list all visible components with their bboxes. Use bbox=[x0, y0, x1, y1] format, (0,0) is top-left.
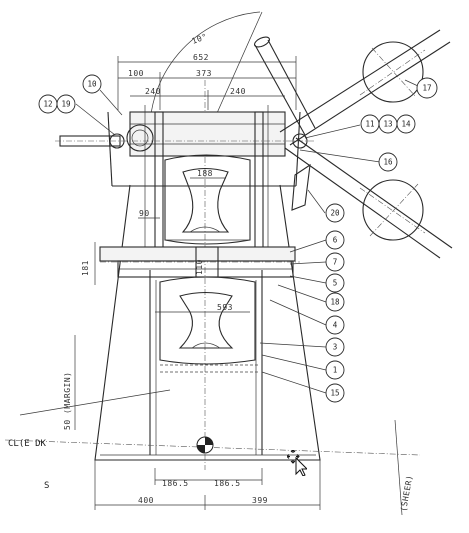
dim-90: 90 bbox=[139, 209, 150, 218]
svg-text:3: 3 bbox=[333, 343, 338, 352]
svg-text:10: 10 bbox=[87, 80, 97, 89]
dim-593: 593 bbox=[217, 303, 233, 312]
move-cursor-icon bbox=[287, 450, 307, 476]
upper-frame bbox=[129, 105, 286, 260]
dim-399: 399 bbox=[252, 496, 268, 505]
label-cl-deck: CL(E DK bbox=[8, 439, 47, 449]
bubble-19: 19 bbox=[56, 94, 76, 114]
svg-text:20: 20 bbox=[330, 209, 340, 218]
svg-text:5: 5 bbox=[333, 279, 338, 288]
bubble-7: 7 bbox=[325, 252, 345, 272]
bubble-10: 10 bbox=[82, 74, 102, 94]
dim-400: 400 bbox=[138, 496, 154, 505]
inclined-arm bbox=[254, 29, 453, 259]
bubble-15: 15 bbox=[325, 383, 345, 403]
svg-text:14: 14 bbox=[401, 120, 411, 129]
handwheel-bottom bbox=[362, 179, 424, 241]
deck-line: CL(E DK (SHEER) S bbox=[4, 419, 421, 516]
svg-text:1: 1 bbox=[333, 366, 338, 375]
svg-text:17: 17 bbox=[422, 84, 431, 93]
bubble-4: 4 bbox=[325, 315, 345, 335]
bubble-3: 3 bbox=[325, 337, 345, 357]
svg-text:16: 16 bbox=[383, 158, 393, 167]
dim-110: 110 bbox=[195, 259, 204, 275]
label-s: S bbox=[44, 481, 49, 491]
bubble-11: 11 bbox=[360, 114, 380, 134]
svg-text:13: 13 bbox=[383, 120, 392, 129]
pedestal bbox=[94, 111, 321, 461]
svg-text:12: 12 bbox=[43, 100, 52, 109]
bubble-1: 1 bbox=[325, 360, 345, 380]
bubble-20: 20 bbox=[325, 203, 345, 223]
bubble-5: 5 bbox=[325, 273, 345, 293]
bubble-18: 18 bbox=[325, 292, 345, 312]
dim-186-left: 186.5 bbox=[162, 479, 189, 488]
dim-margin: 50 (MARGIN) bbox=[63, 372, 72, 430]
bubble-14: 14 bbox=[396, 114, 416, 134]
dim-652: 652 bbox=[193, 53, 209, 62]
svg-text:19: 19 bbox=[61, 100, 70, 109]
bubble-12: 12 bbox=[38, 94, 58, 114]
bubble-17: 17 bbox=[416, 77, 438, 99]
svg-text:15: 15 bbox=[330, 389, 339, 398]
upper-drum bbox=[164, 154, 251, 245]
left-margin-dimension: 50 (MARGIN) bbox=[19, 335, 171, 430]
bubble-6: 6 bbox=[325, 230, 345, 250]
svg-text:18: 18 bbox=[330, 298, 340, 307]
svg-text:11: 11 bbox=[365, 120, 374, 129]
svg-text:7: 7 bbox=[333, 258, 338, 267]
bottom-dimensions: 186.5 186.5 400 399 bbox=[94, 460, 321, 510]
lower-drum: 593 bbox=[155, 276, 258, 373]
main-shaft bbox=[55, 124, 315, 152]
dim-186-right: 186.5 bbox=[214, 479, 241, 488]
dim-373: 373 bbox=[196, 69, 212, 78]
dim-240-right: 240 bbox=[230, 87, 246, 96]
item-callouts: 10 12 19 17 11 13 14 16 20 6 7 5 18 4 3 … bbox=[38, 74, 438, 403]
dim-240-left: 240 bbox=[145, 87, 161, 96]
handwheel-top bbox=[362, 41, 424, 103]
svg-text:4: 4 bbox=[333, 321, 338, 330]
label-sheer: (SHEER) bbox=[399, 474, 414, 512]
dim-angle: 10° bbox=[191, 32, 209, 46]
dim-181: 181 bbox=[81, 260, 90, 276]
leader-lines bbox=[75, 79, 419, 394]
bubble-13: 13 bbox=[378, 114, 398, 134]
dim-100: 100 bbox=[128, 69, 144, 78]
svg-text:6: 6 bbox=[333, 236, 338, 245]
bubble-16: 16 bbox=[378, 152, 398, 172]
